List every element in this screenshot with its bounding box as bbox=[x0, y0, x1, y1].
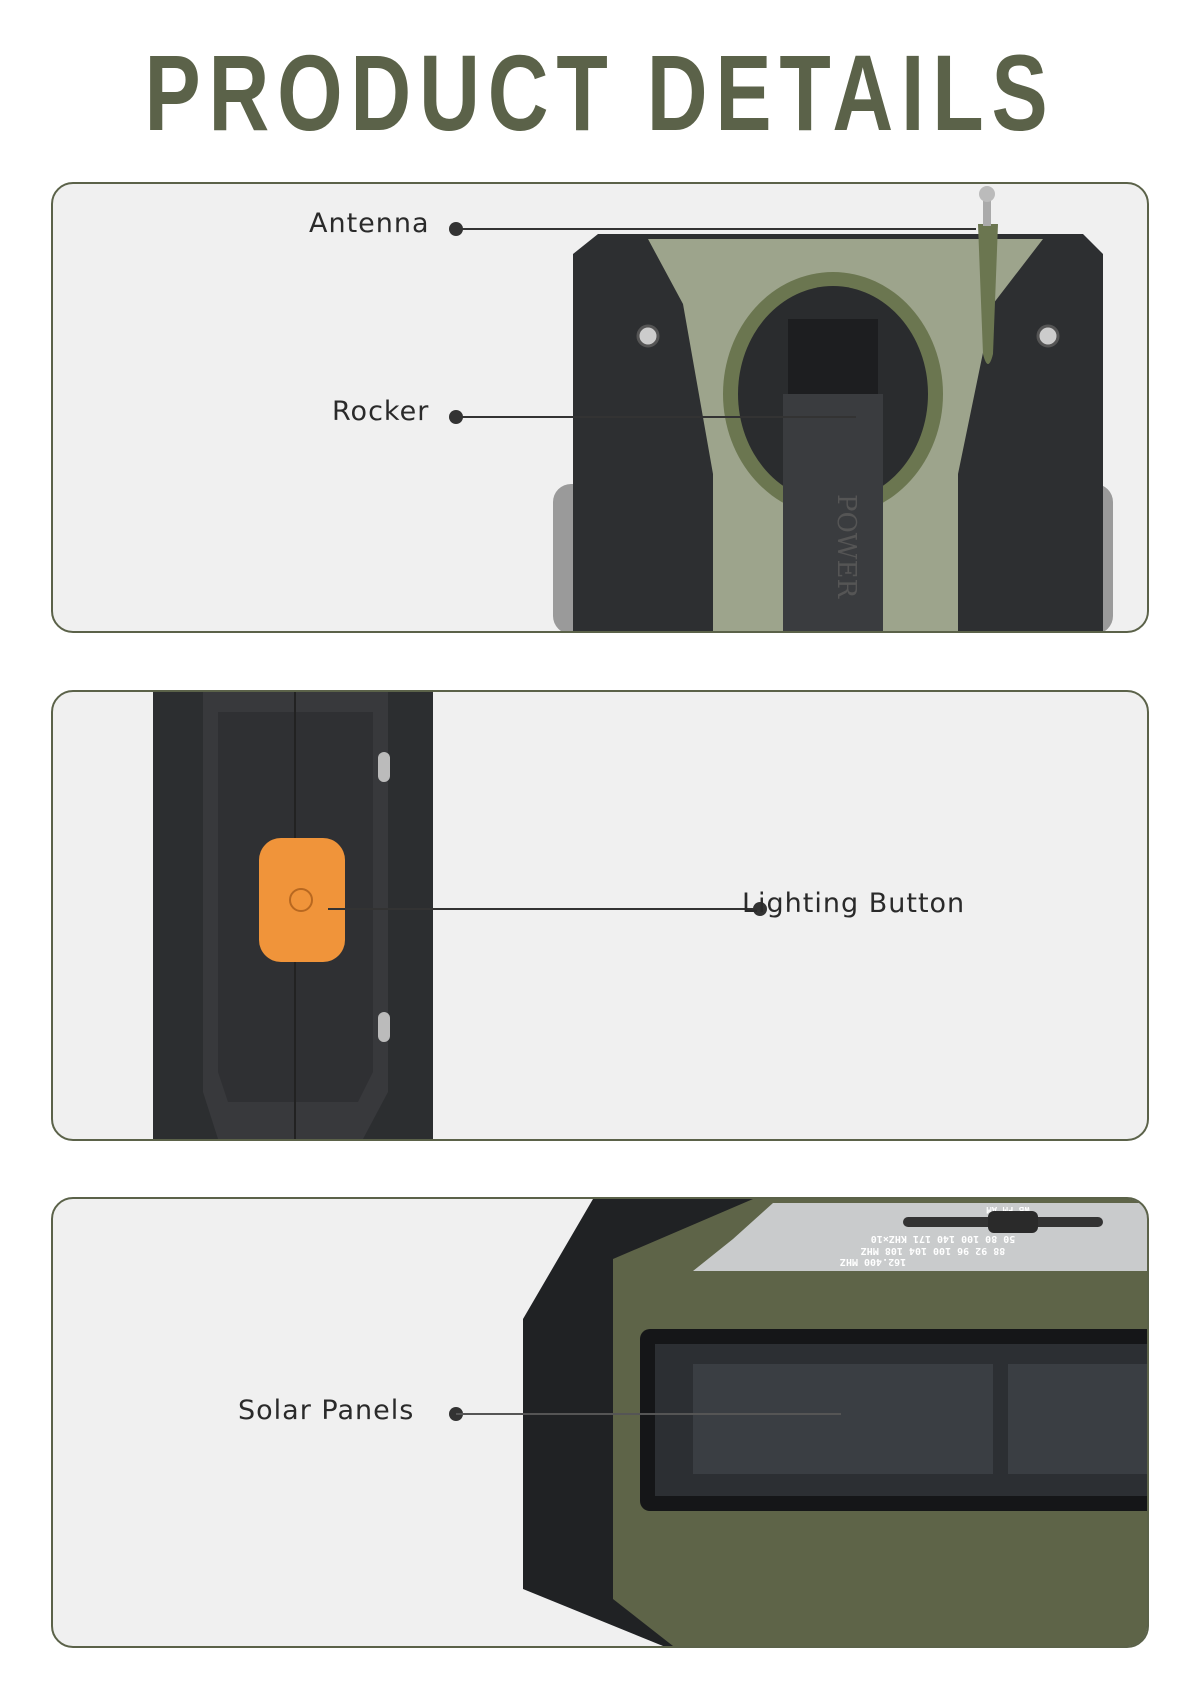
panel-side-view: Lighting Button bbox=[51, 690, 1149, 1141]
power-label: POWER bbox=[831, 494, 861, 600]
callout-line bbox=[456, 228, 976, 230]
radio-side-image bbox=[153, 692, 433, 1139]
dial-am-scale: 50 80 100 140 171 KHZ×10 bbox=[871, 1233, 1016, 1244]
callout-line bbox=[456, 416, 856, 418]
callout-line bbox=[328, 908, 758, 910]
dial-fm-scale: 88 92 96 100 104 108 MHZ bbox=[861, 1245, 1006, 1256]
callout-line bbox=[456, 1413, 841, 1415]
lighting-button-shape bbox=[259, 838, 345, 962]
callout-rocker-label: Rocker bbox=[332, 396, 430, 427]
callout-solar-panels-label: Solar Panels bbox=[238, 1395, 415, 1426]
radio-top-image: POWER bbox=[553, 186, 1113, 631]
callout-antenna-label: Antenna bbox=[309, 208, 430, 239]
dial-text: 162.400 MHZ bbox=[840, 1256, 906, 1267]
panel-solar-view: WB FM AM 50 80 100 140 171 KHZ×10 88 92 … bbox=[51, 1197, 1149, 1648]
radio-solar-image: WB FM AM 50 80 100 140 171 KHZ×10 88 92 … bbox=[523, 1199, 1147, 1646]
panel-top-view: POWER Antenna Rocker bbox=[51, 182, 1149, 633]
band-slider[interactable] bbox=[988, 1211, 1038, 1233]
callout-lighting-button-label: Lighting Button bbox=[742, 888, 966, 919]
callout-dot bbox=[753, 902, 767, 916]
page-title: PRODUCT DETAILS bbox=[144, 32, 1056, 153]
dial-band-labels: WB FM AM bbox=[986, 1204, 1030, 1214]
